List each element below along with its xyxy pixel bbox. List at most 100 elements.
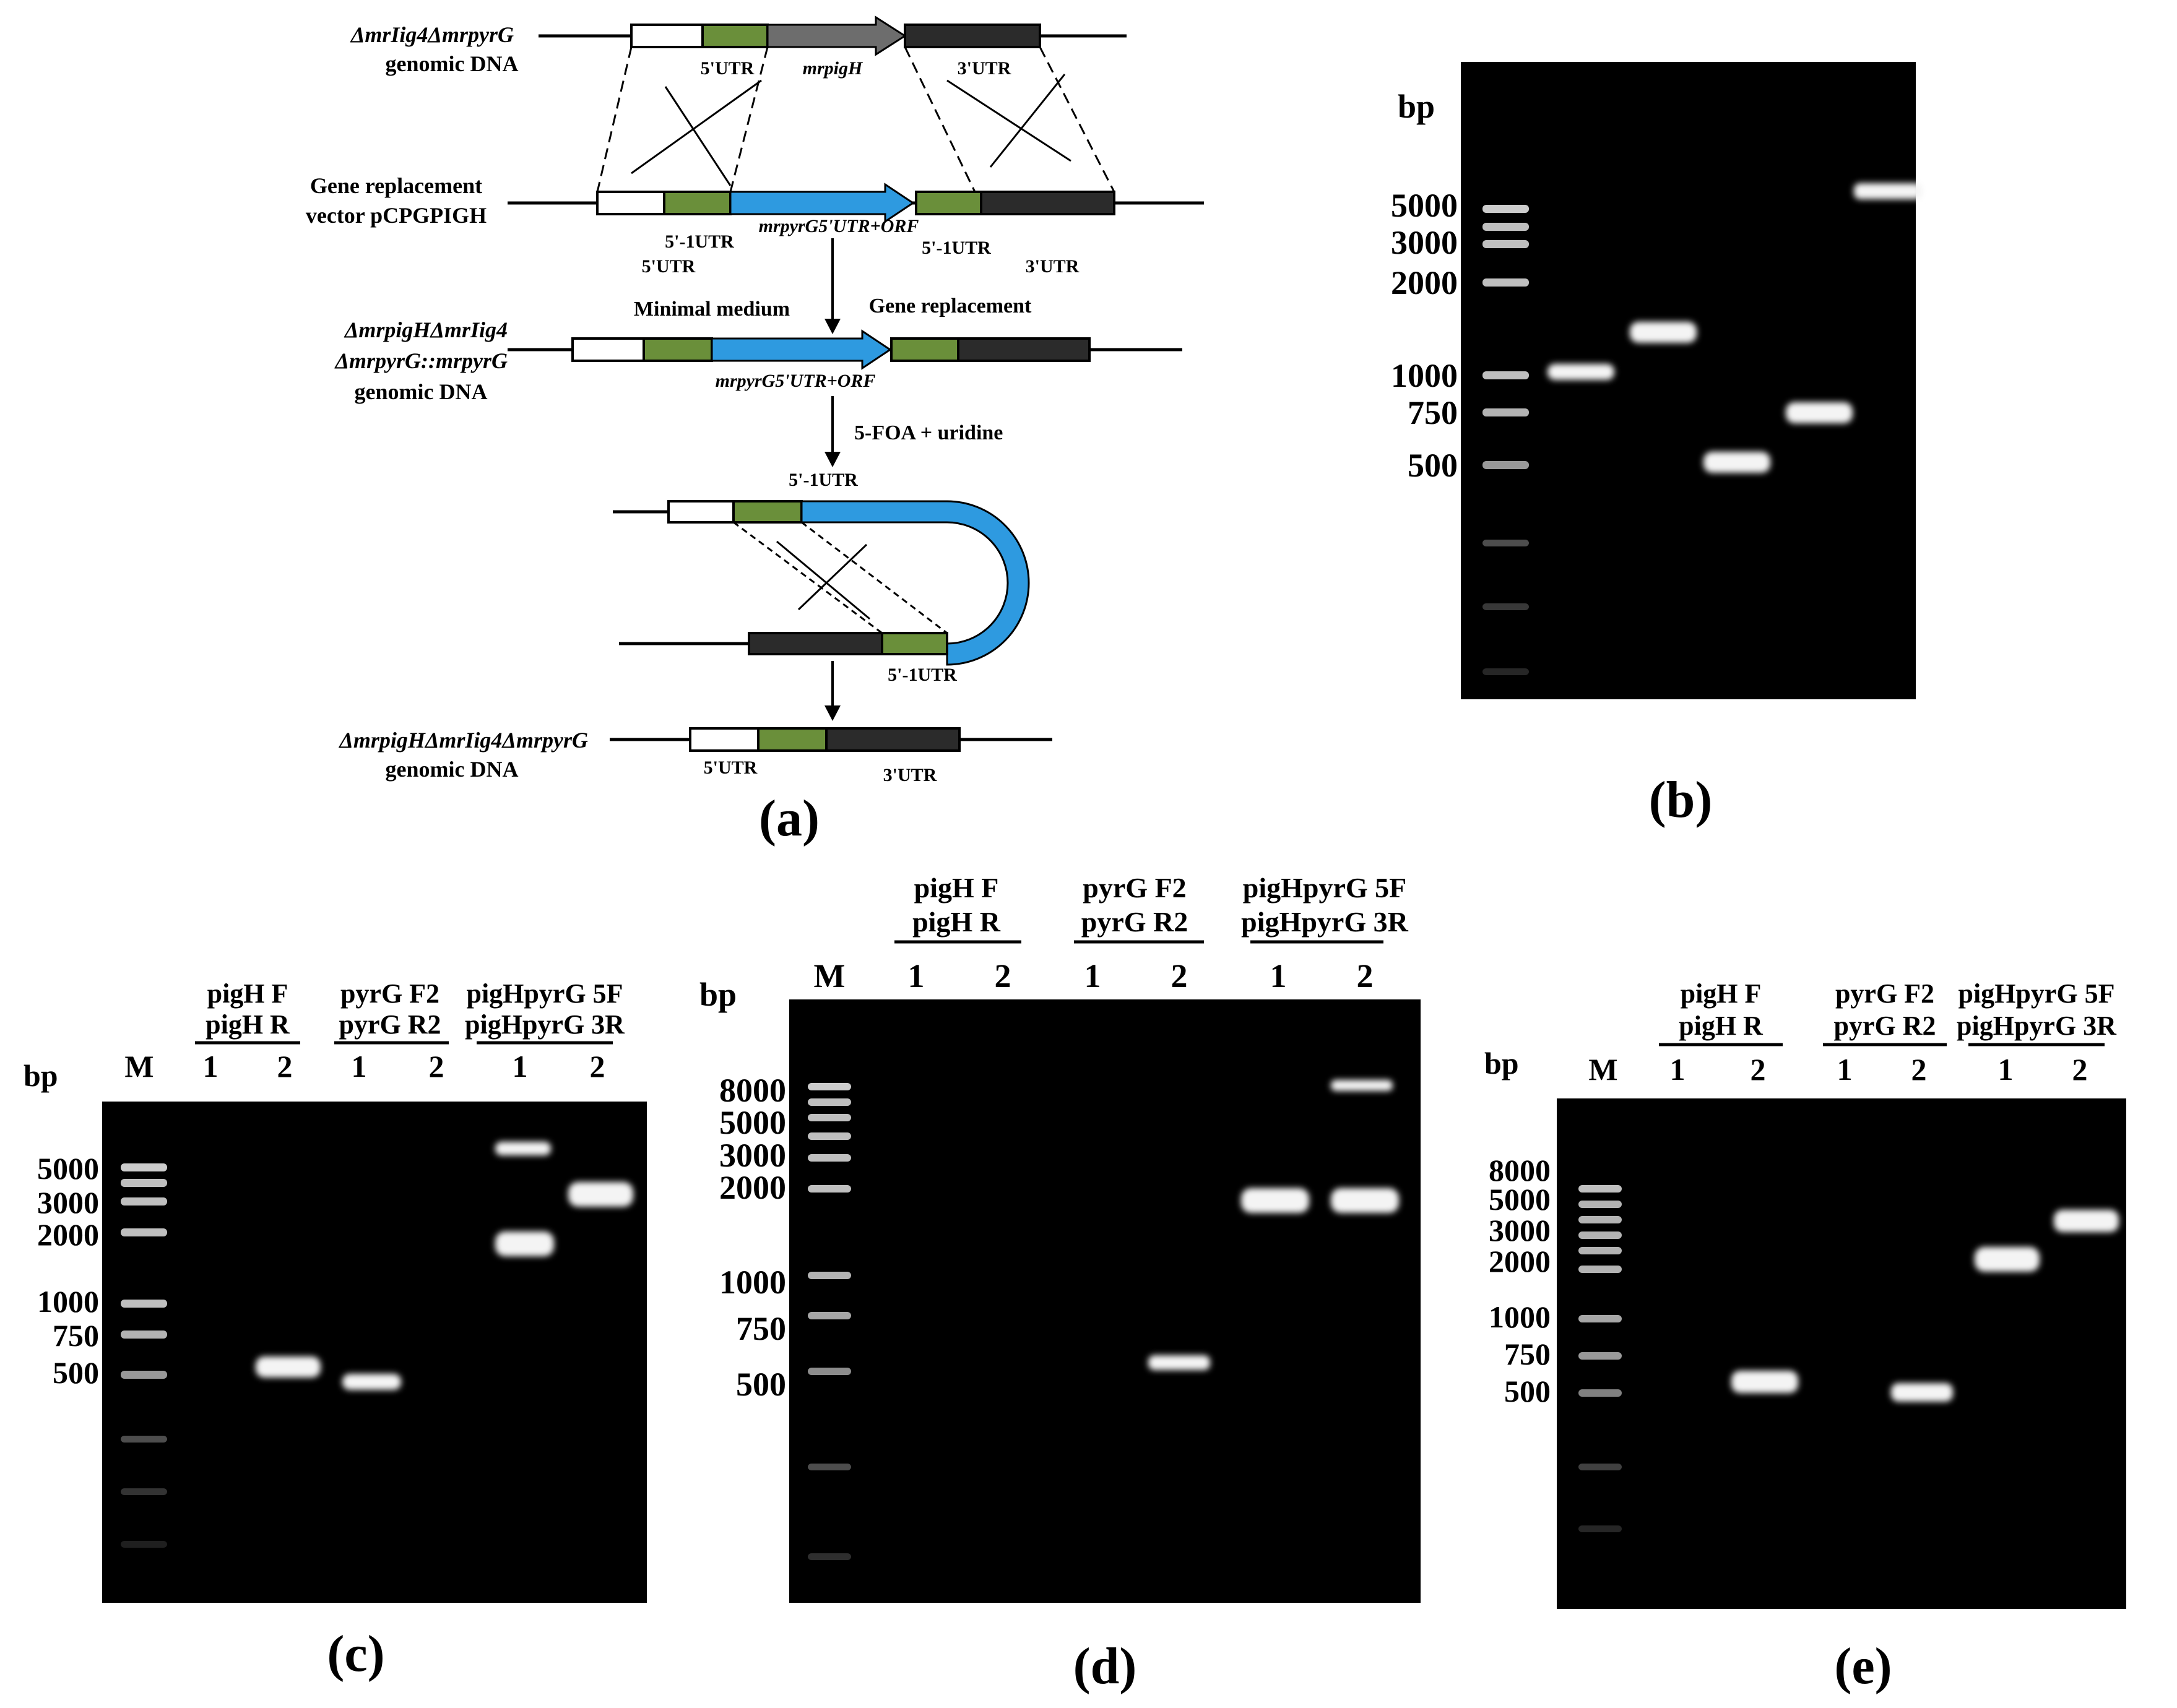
lane-label: 1 xyxy=(1998,1052,2014,1087)
step1-left-label: Minimal medium xyxy=(634,298,790,321)
band xyxy=(1731,1371,1798,1393)
panel-e-caption: (e) xyxy=(1834,1637,1892,1695)
loop-bottom-label: 5'-1UTR xyxy=(888,665,957,685)
lane-label: 1 xyxy=(352,1049,367,1084)
ladder-band xyxy=(1578,1315,1622,1322)
lane-label: 1 xyxy=(513,1049,528,1084)
panel-a: ΔmrIig4ΔmrpyrG genomic DNA 5'UTR mrpigH … xyxy=(306,15,1204,847)
ladder-band xyxy=(1578,1216,1622,1223)
row2-seg-5-1utr-left: 5'-1UTR xyxy=(665,231,734,252)
band-lane-5 xyxy=(1854,183,1922,199)
ladder-label: 750 xyxy=(53,1318,99,1353)
down-arrow-icon xyxy=(824,319,841,334)
lane-label: 4 xyxy=(1803,60,1819,97)
row5-final: ΔmrpigHΔmrIig4ΔmrpyrG genomic DNA 5'UTR … xyxy=(338,727,1052,785)
ladder-band xyxy=(1482,371,1529,379)
lane-label: M xyxy=(124,1049,154,1084)
bp-label: bp xyxy=(1484,1046,1519,1080)
ladder-bands xyxy=(121,1163,167,1548)
lane-label: 1 xyxy=(1084,957,1101,994)
row5-label-dna: genomic DNA xyxy=(386,757,519,782)
row3-label-strain: ΔmrpigHΔmrIig4 xyxy=(344,317,508,342)
ladder-label: 3000 xyxy=(37,1185,99,1220)
ladder-band xyxy=(808,1154,851,1162)
row5-seg-5utr: 5'UTR xyxy=(704,757,758,778)
ladder-band xyxy=(1482,408,1529,416)
ladder-band xyxy=(1482,278,1529,287)
white-segment xyxy=(571,337,645,362)
panel-e: pigH F pigH R pyrG F2 pyrG R2 pigHpyrG 5… xyxy=(1484,978,2126,1695)
mrpyrg-loop xyxy=(800,500,1030,666)
ladder-label: 2000 xyxy=(719,1169,786,1206)
ladder-label: 750 xyxy=(1504,1337,1551,1371)
ladder-label: 500 xyxy=(736,1366,786,1403)
lane-label: 1 xyxy=(908,957,925,994)
primer-forward: pyrG F2 xyxy=(340,978,439,1009)
3utr-segment xyxy=(980,191,1115,215)
ladder-band xyxy=(808,1185,851,1193)
sample-bands xyxy=(1547,183,1922,473)
mrpyrg-arrow xyxy=(711,329,892,370)
ladder-band xyxy=(808,1312,851,1319)
ladder-label: 500 xyxy=(1504,1374,1551,1408)
ladder-label: 5000 xyxy=(1391,187,1458,224)
gel-image xyxy=(789,999,1421,1603)
white-segment xyxy=(689,727,760,752)
row5-seg-3utr: 3'UTR xyxy=(883,765,937,785)
gel-image xyxy=(1557,1098,2126,1609)
3utr-segment xyxy=(957,337,1091,362)
ladder-band xyxy=(121,1163,167,1171)
row2-seg-5-1utr-right: 5'-1UTR xyxy=(922,238,991,258)
lane-labels: M 1 2 1 2 1 2 xyxy=(1588,1052,2087,1087)
row2-seg-5utr-left: 5'UTR xyxy=(642,256,696,277)
ladder-label: 8000 xyxy=(1489,1153,1551,1188)
ladder-label: 3000 xyxy=(1489,1213,1551,1248)
band xyxy=(2054,1210,2119,1232)
ladder-band xyxy=(1578,1525,1622,1532)
ladder-band xyxy=(121,1371,167,1379)
ladder-label: 5000 xyxy=(1489,1182,1551,1217)
primer-groups: pigH F pigH R pyrG F2 pyrG R2 pigHpyrG 5… xyxy=(894,872,1409,944)
row1-seg-3utr: 3'UTR xyxy=(958,58,1011,79)
ladder-labels: 8000 5000 3000 2000 1000 750 500 xyxy=(1489,1153,1551,1408)
mrpyrg-arrow xyxy=(729,183,915,223)
lane-label: 2 xyxy=(1911,1052,1927,1087)
sample-bands xyxy=(256,1142,633,1390)
ladder-band xyxy=(121,1300,167,1308)
green-segment xyxy=(881,632,948,655)
step2: 5-FOA + uridine xyxy=(824,396,1003,467)
green-segment xyxy=(701,24,769,48)
sample-bands xyxy=(1731,1210,2119,1402)
white-segment xyxy=(630,24,704,48)
lane-label: 2 xyxy=(995,957,1011,994)
lane-label: 2 xyxy=(2072,1052,2088,1087)
green-segment xyxy=(890,337,959,362)
primer-reverse: pigHpyrG 3R xyxy=(1241,906,1408,938)
ladder-label: 1000 xyxy=(719,1264,786,1301)
step1: Minimal medium Gene replacement xyxy=(634,238,1032,334)
row2-seg-mrpyrg: mrpyrG5'UTR+ORF xyxy=(759,216,919,236)
band xyxy=(342,1374,401,1390)
band xyxy=(1975,1247,2040,1272)
primer-reverse: pigHpyrG 3R xyxy=(1957,1011,2117,1041)
step2-label: 5-FOA + uridine xyxy=(854,421,1003,444)
ladder-band xyxy=(1482,205,1529,213)
crossover-1 xyxy=(596,46,1115,192)
lane-label: 1 xyxy=(203,1049,219,1084)
bp-label: bp xyxy=(699,976,737,1013)
primer-forward: pigHpyrG 5F xyxy=(466,978,623,1009)
primer-groups: pigH F pigH R pyrG F2 pyrG R2 pigHpyrG 5… xyxy=(195,978,625,1045)
lane-label: 2 xyxy=(1357,957,1374,994)
green-segment xyxy=(915,191,982,215)
row4-loop: 5'-1UTR 5'-1UTR xyxy=(613,470,1030,685)
primer-forward: pigH F xyxy=(914,872,999,904)
lane-labels: M 1 2 1 2 1 2 xyxy=(814,957,1374,994)
step3 xyxy=(824,661,841,721)
ladder-band xyxy=(1482,223,1529,231)
lane-label: M xyxy=(1588,1052,1617,1087)
ladder-label: 750 xyxy=(736,1310,786,1347)
ladder-band xyxy=(121,1179,167,1187)
lane-label: 3 xyxy=(1728,60,1745,97)
panel-d: pigH F pigH R pyrG F2 pyrG R2 pigHpyrG 5… xyxy=(699,872,1421,1695)
ladder-label: 2000 xyxy=(1391,264,1458,301)
